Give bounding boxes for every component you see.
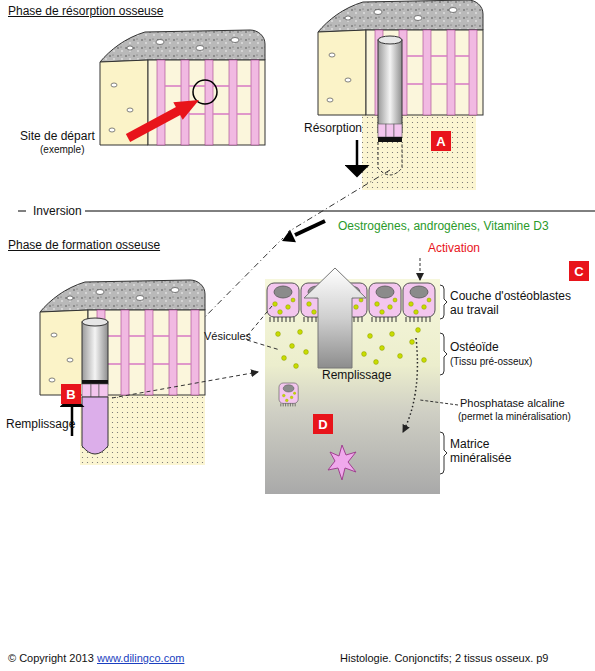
resorption-block-part (378, 142, 402, 175)
inversion-separator-part (18, 211, 26, 212)
resorption-block-part (378, 36, 402, 44)
copyright-note: © Copyright 2013 (8, 652, 94, 665)
website-link: www.dilingco.com (97, 652, 184, 665)
resorption-block-part (378, 124, 386, 137)
activation-label: Activation (428, 241, 480, 255)
resorption-block-part (386, 124, 394, 137)
panel-text: Remplissage (322, 368, 391, 382)
zoom-panel: RemplissageD (265, 279, 440, 494)
resorption-block (318, 0, 483, 190)
bone-block-part (100, 30, 265, 145)
brackets-part (440, 432, 447, 474)
callout-letter: A (431, 131, 451, 151)
resorption-block-part (378, 137, 402, 142)
resorption-block-part (356, 140, 359, 170)
site-label: Site de départ (20, 129, 95, 143)
site-note: (exemple) (40, 144, 84, 156)
formation-block-part (80, 390, 205, 465)
leader-lines-part (420, 258, 421, 280)
formation-block-part (82, 322, 108, 384)
callout-text: B (66, 387, 75, 402)
page-footer: Histologie. Conjonctifs; 2 tissus osseux… (340, 652, 549, 665)
formation-block-part (82, 318, 108, 326)
callout-text: C (574, 264, 583, 279)
callout-letter: D (313, 414, 333, 434)
start-site-marker-part (173, 100, 199, 120)
resorption-block-part (378, 40, 402, 132)
section-heading: Phase de formation osseuse (8, 238, 160, 252)
start-site-marker (128, 80, 217, 138)
formation-block-part (82, 384, 91, 397)
start-site-marker-part (128, 110, 180, 138)
resorption-block-part (362, 110, 476, 190)
inversion-separator-part (295, 221, 325, 235)
inversion-separator-part (282, 230, 296, 243)
start-site-marker-part (193, 80, 217, 104)
process-label: Remplissage (6, 417, 75, 431)
bone-block (100, 30, 265, 145)
phase-separator-label: Inversion (30, 204, 85, 218)
hormone-label: Oestrogènes, androgènes, Vitamine D3 (338, 219, 549, 233)
formation-block-part (82, 397, 108, 454)
layer-note: (Tissu pré-osseux) (450, 356, 532, 368)
layer-label: Ostéoïde (450, 340, 499, 354)
callout-text: D (318, 417, 327, 432)
process-label: Résorption (304, 121, 362, 135)
brackets-part (440, 333, 447, 375)
brackets (440, 285, 447, 474)
formation-block-part (99, 384, 108, 397)
layer-label: Matrice minéralisée (450, 437, 530, 466)
section-heading: Phase de résorption osseuse (8, 4, 163, 18)
enzyme-label: Phosphatase alcaline (460, 397, 565, 410)
inversion-separator-part (82, 211, 595, 212)
enzyme-note: (permet la minéralisation) (458, 411, 571, 423)
callout-letter: C (569, 261, 589, 281)
resorption-block-part (394, 124, 402, 137)
layer-label: Couche d'ostéoblastes au travail (450, 289, 585, 318)
brackets-part (440, 285, 447, 319)
formation-block (40, 280, 258, 465)
formation-block-part (91, 384, 99, 397)
callout-text: A (436, 134, 445, 149)
callout-letter: B (61, 384, 81, 404)
resorption-block-part (318, 0, 483, 115)
formation-block-part (82, 380, 108, 384)
formation-block-part (40, 280, 205, 395)
formation-block-part (112, 372, 258, 398)
vesicle-label: Vésicules (204, 330, 251, 343)
